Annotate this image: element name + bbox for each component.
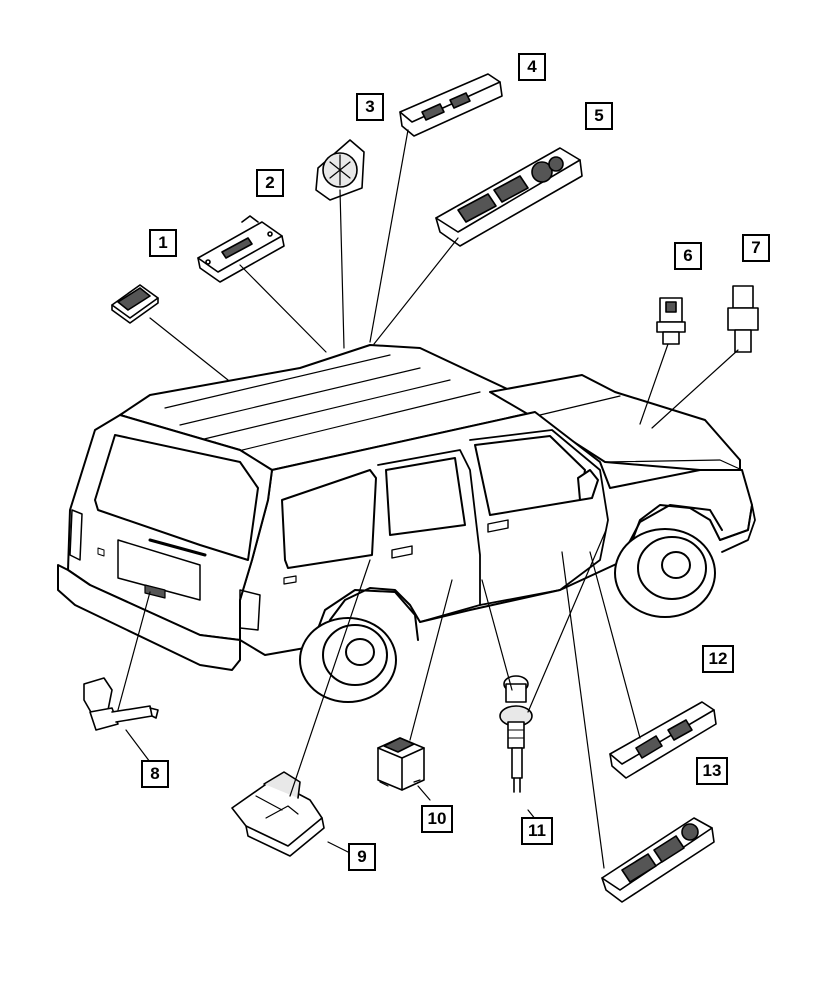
callout-12: 12 <box>702 645 734 673</box>
callout-1: 1 <box>149 229 177 257</box>
leader-lines <box>117 129 739 869</box>
part-7-pressure-switch <box>727 285 759 353</box>
callout-11: 11 <box>521 817 553 845</box>
part-2-module <box>197 215 285 283</box>
part-knob-panel <box>315 139 365 201</box>
vehicle-jeep-cherokee <box>57 344 756 703</box>
callout-10: 10 <box>421 805 453 833</box>
part-9-sensor-module <box>231 771 325 857</box>
part-13-master-switch <box>601 817 715 903</box>
part-5-master-switch <box>435 147 583 247</box>
callout-8: 8 <box>141 760 169 788</box>
callout-4: 4 <box>518 53 546 81</box>
part-10-relay <box>377 737 425 791</box>
callout-9: 9 <box>348 843 376 871</box>
part-12-window-switch <box>609 701 717 779</box>
part-4-window-switch <box>399 73 503 137</box>
part-8-stop-lamp-switch <box>83 677 159 731</box>
callout-7: 7 <box>742 234 770 262</box>
part-6-sensor <box>656 297 686 345</box>
callout-3: 3 <box>356 93 384 121</box>
callout-6: 6 <box>674 242 702 270</box>
part-1-switch <box>111 284 159 324</box>
callout-2: 2 <box>256 169 284 197</box>
callout-13: 13 <box>696 757 728 785</box>
part-11-jamb-switch <box>499 675 533 793</box>
callout-5: 5 <box>585 102 613 130</box>
